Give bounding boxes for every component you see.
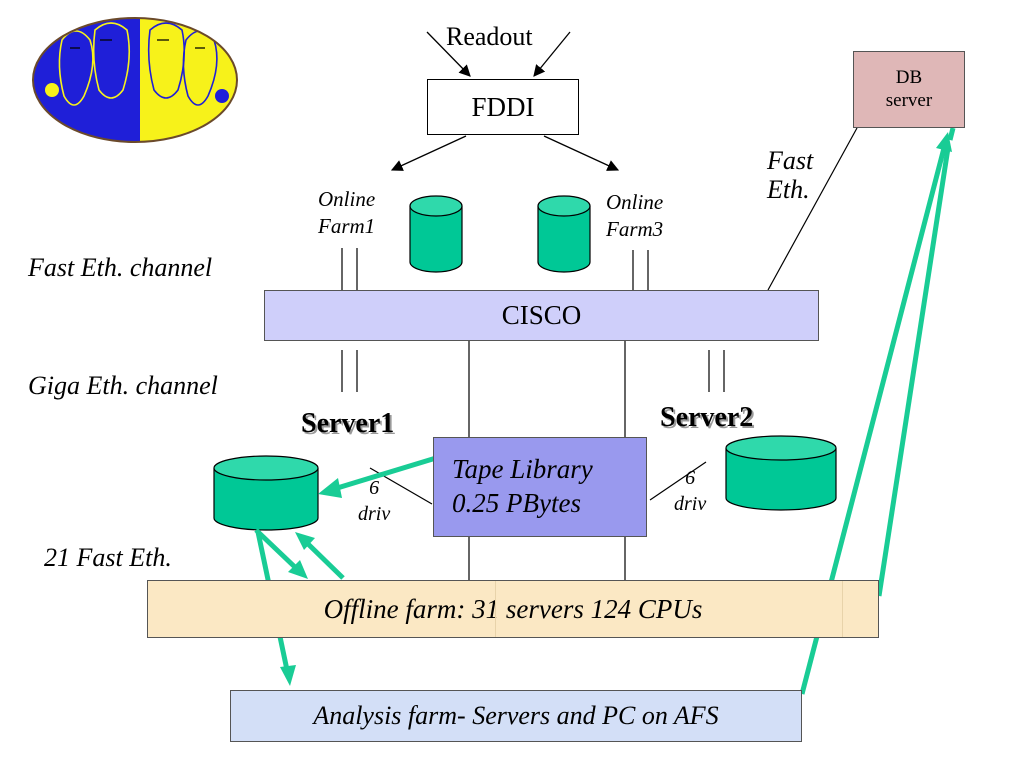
online-farm3-label: Online Farm3 (606, 189, 663, 244)
drives-right-label: 6 driv (674, 465, 706, 517)
online-farm1-label: Online Farm1 (318, 186, 375, 241)
fast-eth-db-line2: Eth. (767, 175, 810, 205)
fast-eth-21-label: 21 Fast Eth. (44, 543, 172, 572)
analysis-farm-box: Analysis farm- Servers and PC on AFS (230, 690, 802, 742)
kloe-logo-icon (32, 17, 238, 143)
drives-left-line1: 6 (369, 477, 380, 499)
online-farm3-line1: Online (606, 190, 664, 214)
fast-eth-channel-label: Fast Eth. channel (28, 253, 213, 282)
db-server-line1: DB (895, 66, 923, 88)
db-server-box: DB server (853, 51, 965, 128)
online-farm3-disk-icon (537, 195, 591, 273)
drives-right-line1: 6 (685, 467, 696, 489)
db-server-line2: server (885, 89, 933, 111)
readout-label: Readout (446, 22, 533, 51)
online-farm1-line2: Farm1 (318, 214, 376, 239)
server2-disk-icon (725, 435, 837, 511)
server2-label: Server2 (660, 402, 754, 433)
server1-disk-icon (213, 455, 319, 531)
fddi-box: FDDI (427, 79, 579, 135)
tape-library-box: Tape Library 0.25 PBytes (433, 437, 647, 537)
online-farm1-line1: Online (318, 187, 376, 211)
cisco-switch-box: CISCO (264, 290, 819, 341)
offline-farm-label: Offline farm: 31 servers 124 CPUs (323, 593, 703, 624)
online-farm3-line2: Farm3 (606, 217, 664, 242)
fast-eth-db-line1: Fast (767, 146, 814, 175)
offline-farm-box: Offline farm: 31 servers 124 CPUs (147, 580, 879, 638)
drives-right-line2: driv (674, 493, 707, 515)
online-farm1-disk-icon (409, 195, 463, 273)
tape-library-line1: Tape Library (452, 454, 593, 485)
analysis-farm-label: Analysis farm- Servers and PC on AFS (313, 701, 719, 730)
giga-eth-channel-label: Giga Eth. channel (28, 371, 218, 400)
tape-library-line2: 0.25 PBytes (452, 488, 581, 518)
server1-label: Server1 (301, 408, 395, 439)
drives-left-label: 6 driv (358, 475, 390, 527)
drives-left-line2: driv (358, 503, 391, 525)
fast-eth-db-label: Fast Eth. (767, 146, 813, 204)
